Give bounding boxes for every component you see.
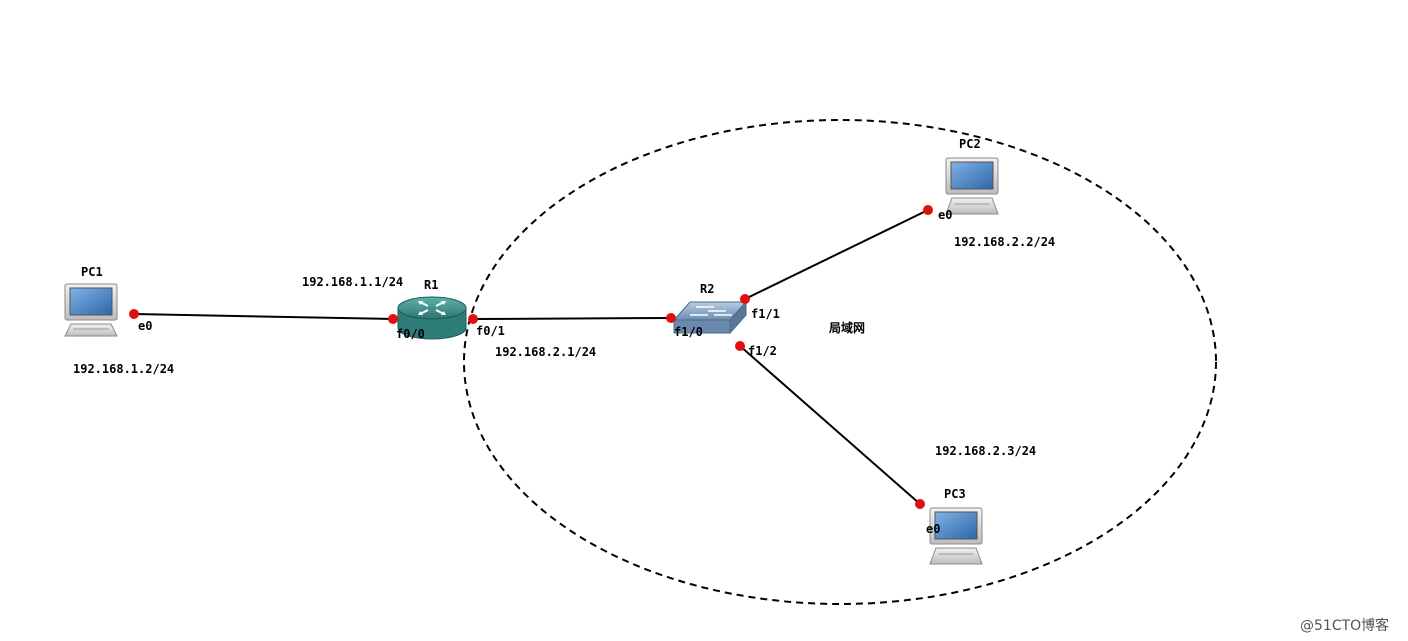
r2-switch-icon[interactable] xyxy=(672,300,748,335)
r2-name-label: R2 xyxy=(700,282,714,296)
r1-router-icon[interactable] xyxy=(397,296,467,340)
r1-ip-left-label: 192.168.1.1/24 xyxy=(302,275,403,289)
pc3-computer-icon[interactable] xyxy=(929,507,983,565)
pc1-name-label: PC1 xyxy=(81,265,103,279)
r1-name-label: R1 xyxy=(424,278,438,292)
r1-ip-right-label: 192.168.2.1/24 xyxy=(495,345,596,359)
port-dot-pc3-e0 xyxy=(915,499,925,509)
pc2-port-label: e0 xyxy=(938,208,952,222)
r2-port-down-label: f1/2 xyxy=(748,344,777,358)
r2-port-left-label: f1/0 xyxy=(674,325,703,339)
link-r2-pc2 xyxy=(744,209,929,300)
port-dot-r2-f1-2 xyxy=(735,341,745,351)
port-dot-pc2-e0 xyxy=(923,205,933,215)
r2-port-up-label: f1/1 xyxy=(751,307,780,321)
pc3-port-label: e0 xyxy=(926,522,940,536)
link-pc1-r1 xyxy=(133,313,394,320)
pc3-name-label: PC3 xyxy=(944,487,966,501)
lan-boundary xyxy=(463,119,1217,605)
link-r2-pc3 xyxy=(739,345,921,505)
r1-port-right-label: f0/1 xyxy=(476,324,505,338)
port-dot-pc1-e0 xyxy=(129,309,139,319)
pc2-computer-icon[interactable] xyxy=(945,157,999,215)
watermark-text: @51CTO博客 xyxy=(1300,617,1389,634)
r1-port-left-label: f0/0 xyxy=(396,327,425,341)
pc2-ip-label: 192.168.2.2/24 xyxy=(954,235,1055,249)
port-dot-r1-f0-1 xyxy=(468,314,478,324)
pc1-computer-icon[interactable] xyxy=(64,283,118,337)
port-dot-r1-f0-0 xyxy=(388,314,398,324)
port-dot-r2-f1-0 xyxy=(666,313,676,323)
link-r1-r2 xyxy=(472,317,672,320)
lan-label: 局域网 xyxy=(829,320,865,335)
pc1-port-label: e0 xyxy=(138,319,152,333)
pc2-name-label: PC2 xyxy=(959,137,981,151)
port-dot-r2-f1-1 xyxy=(740,294,750,304)
pc1-ip-label: 192.168.1.2/24 xyxy=(73,362,174,376)
pc3-ip-label: 192.168.2.3/24 xyxy=(935,444,1036,458)
